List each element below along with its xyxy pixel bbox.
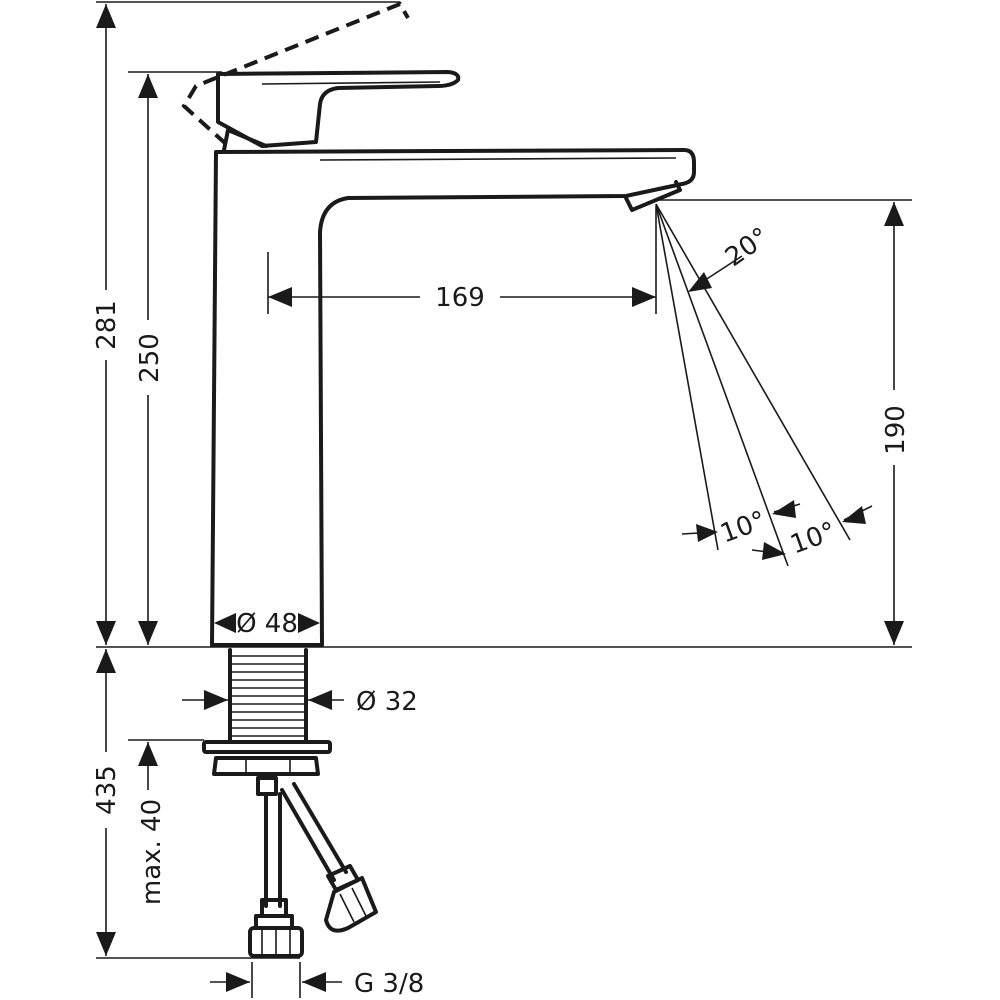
threaded-shank bbox=[228, 648, 308, 744]
right-angle-label: 10° bbox=[786, 517, 840, 561]
lever-handle bbox=[216, 70, 461, 152]
dimension-spout-reach-label: 169 bbox=[435, 283, 485, 313]
dimension-total-height-label: 281 bbox=[92, 300, 122, 350]
dimension-total-height: 281 bbox=[92, 4, 122, 645]
dimension-body-height: 250 bbox=[135, 74, 165, 645]
dimension-spout-reach: 169 bbox=[267, 206, 657, 314]
dimension-below-counter: 435 bbox=[92, 649, 122, 956]
dimension-base-diameter-label: Ø 48 bbox=[236, 609, 298, 639]
dimension-shank-diameter: Ø 32 bbox=[182, 687, 418, 717]
dimension-connection: G 3/8 bbox=[210, 962, 424, 999]
spray-angle-lines: 20° 10° 10° bbox=[655, 203, 873, 567]
dimension-body-height-label: 250 bbox=[135, 333, 165, 383]
dimension-shank-diameter-label: Ø 32 bbox=[356, 687, 418, 717]
lever-raised-position bbox=[181, 1, 410, 146]
mounting-nut bbox=[202, 740, 332, 776]
dimension-max-thickness: max. 40 bbox=[137, 742, 167, 905]
left-angle-label: 10° bbox=[716, 506, 770, 550]
dimension-max-thickness-label: max. 40 bbox=[137, 799, 167, 905]
faucet-body bbox=[210, 148, 696, 647]
dimension-connection-label: G 3/8 bbox=[354, 969, 424, 999]
dimension-base-diameter: Ø 48 bbox=[214, 609, 320, 639]
dimension-spout-clearance-label: 190 bbox=[881, 405, 911, 455]
dimension-below-counter-label: 435 bbox=[92, 765, 122, 815]
supply-hoses bbox=[248, 776, 378, 958]
dimension-spout-clearance: 190 bbox=[881, 202, 911, 645]
